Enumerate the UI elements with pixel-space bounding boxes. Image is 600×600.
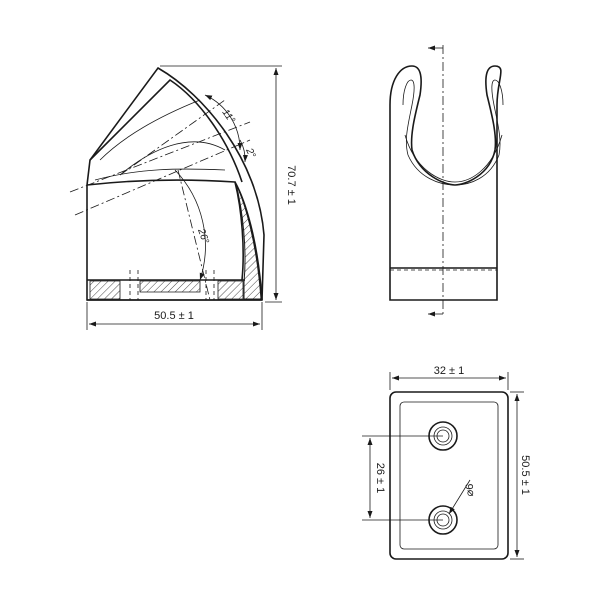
side-view-inner-shell [86, 179, 244, 281]
front-view-outline [389, 65, 502, 301]
angle-small-label: 2° [243, 146, 257, 160]
bottom-view: ⌀6 32 ± 1 50.5 ± 1 26 ± 1 [362, 365, 531, 560]
front-view [389, 45, 504, 317]
bottom-view-inner [399, 401, 499, 550]
side-view: 26° 11° 2° 70.7 ± 1 50.5 ± 1 [69, 65, 297, 330]
width-dimension-label: 50.5 ± 1 [154, 310, 194, 322]
side-view-outline [86, 66, 265, 301]
side-view-top-face [89, 78, 243, 183]
bottom-width-dimension-label: 32 ± 1 [434, 365, 465, 377]
bottom-view-outer [389, 391, 509, 560]
side-view-base-plate [87, 279, 262, 301]
angle-arc-small [239, 139, 248, 163]
hole-diameter-label: ⌀6 [464, 484, 476, 497]
angle-arc-mid [204, 94, 243, 151]
angle-large-label: 26° [195, 226, 211, 245]
hole-diameter-leader [448, 479, 471, 515]
bottom-height-dimension-label: 50.5 ± 1 [519, 455, 531, 495]
side-view-section-hatch [235, 183, 262, 300]
side-view-base-hatch [89, 280, 244, 300]
hole-spacing-dimension-label: 26 ± 1 [374, 463, 386, 494]
height-dimension-label: 70.7 ± 1 [285, 165, 297, 205]
angle-arc-large [174, 169, 206, 281]
front-view-inner-contour [402, 79, 504, 186]
angle-mid-label: 11° [220, 107, 237, 125]
